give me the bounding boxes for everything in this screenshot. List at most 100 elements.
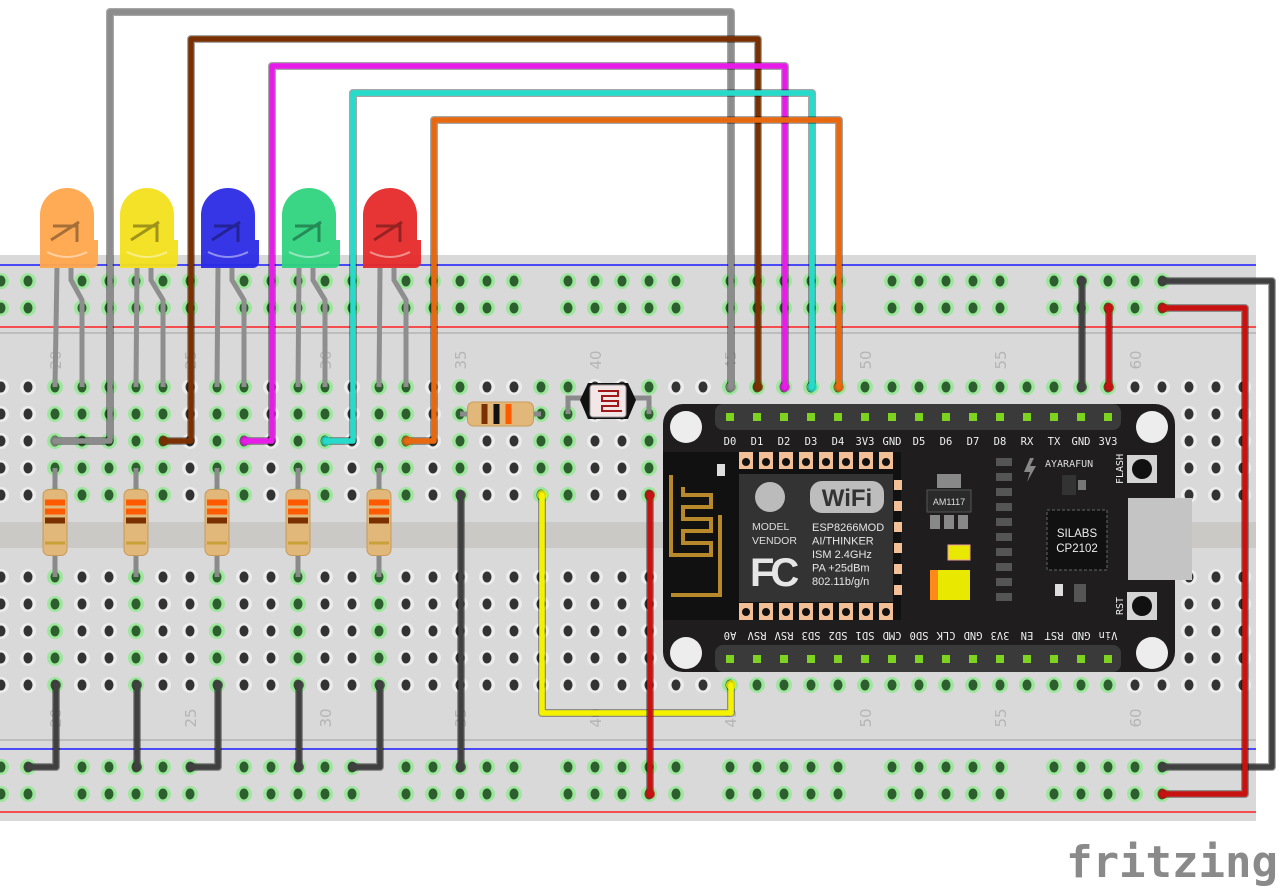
hole bbox=[131, 652, 141, 664]
breadboard-hole bbox=[506, 273, 522, 289]
breadboard-hole bbox=[236, 487, 252, 503]
hole bbox=[968, 302, 978, 314]
ldr-resistor bbox=[460, 401, 541, 427]
breadboard-hole bbox=[209, 650, 225, 666]
wire-end bbox=[645, 490, 655, 500]
breadboard-hole bbox=[452, 379, 468, 395]
hole bbox=[887, 381, 897, 393]
breadboard-hole bbox=[0, 759, 9, 775]
header-pin bbox=[969, 413, 977, 421]
wire-end bbox=[456, 490, 466, 500]
hole bbox=[320, 679, 330, 691]
hole bbox=[293, 598, 303, 610]
hole bbox=[23, 625, 33, 637]
breadboard-hole bbox=[1127, 273, 1143, 289]
hole bbox=[23, 381, 33, 393]
hole bbox=[0, 571, 6, 583]
hole bbox=[347, 788, 357, 800]
breadboard-hole bbox=[884, 379, 900, 395]
breadboard-hole bbox=[452, 273, 468, 289]
breadboard-hole bbox=[1181, 379, 1197, 395]
breadboard-hole bbox=[479, 569, 495, 585]
hole bbox=[455, 462, 465, 474]
header-pin bbox=[1023, 655, 1031, 663]
hole bbox=[158, 489, 168, 501]
breadboard-hole bbox=[0, 623, 9, 639]
smd-resistor bbox=[996, 578, 1012, 586]
wire-brown-d1 bbox=[159, 35, 763, 446]
hole bbox=[806, 761, 816, 773]
breadboard-hole bbox=[1019, 677, 1035, 693]
wire-end bbox=[726, 680, 736, 690]
breadboard-hole bbox=[155, 596, 171, 612]
hole bbox=[0, 625, 6, 637]
hole bbox=[1049, 788, 1059, 800]
breadboard-hole bbox=[911, 300, 927, 316]
hole bbox=[266, 571, 276, 583]
hole bbox=[455, 302, 465, 314]
hole bbox=[995, 381, 1005, 393]
breadboard-hole bbox=[398, 569, 414, 585]
hole bbox=[185, 489, 195, 501]
led-highlight bbox=[288, 251, 330, 258]
hole bbox=[347, 625, 357, 637]
breadboard-hole bbox=[911, 273, 927, 289]
breadboard-hole bbox=[506, 379, 522, 395]
breadboard-hole bbox=[1154, 379, 1170, 395]
hole bbox=[293, 652, 303, 664]
breadboard-hole bbox=[182, 677, 198, 693]
hole bbox=[860, 381, 870, 393]
breadboard-hole bbox=[587, 759, 603, 775]
breadboard-hole bbox=[101, 786, 117, 802]
usb-port bbox=[1128, 498, 1192, 580]
hole bbox=[995, 275, 1005, 287]
led-orange bbox=[40, 188, 98, 388]
resistor-band bbox=[481, 404, 488, 424]
breadboard-hole bbox=[317, 273, 333, 289]
header-pin bbox=[1077, 413, 1085, 421]
hole bbox=[482, 571, 492, 583]
breadboard-hole bbox=[506, 460, 522, 476]
hole bbox=[1184, 489, 1194, 501]
hole bbox=[131, 598, 141, 610]
breadboard-hole bbox=[209, 623, 225, 639]
module-pad-hole bbox=[782, 458, 790, 466]
hole bbox=[293, 408, 303, 420]
breadboard-hole bbox=[614, 650, 630, 666]
breadboard-hole bbox=[155, 273, 171, 289]
header-pin bbox=[1104, 413, 1112, 421]
breadboard-hole bbox=[0, 460, 9, 476]
led-cathode-leg bbox=[214, 267, 221, 388]
wire-end bbox=[1077, 276, 1087, 286]
led-anode-leg bbox=[310, 268, 328, 387]
hole bbox=[50, 598, 60, 610]
breadboard-hole bbox=[587, 460, 603, 476]
wire-core bbox=[52, 9, 734, 444]
hole bbox=[995, 761, 1005, 773]
led-yellow bbox=[120, 188, 178, 388]
header-pin bbox=[996, 413, 1004, 421]
hole bbox=[563, 625, 573, 637]
breadboard-hole bbox=[1181, 623, 1197, 639]
pin-label-clk: CLK bbox=[936, 629, 956, 641]
hole bbox=[1184, 598, 1194, 610]
smd-resistor bbox=[996, 458, 1012, 466]
hole bbox=[428, 489, 438, 501]
hole bbox=[23, 788, 33, 800]
breadboard-hole bbox=[290, 406, 306, 422]
hole bbox=[320, 761, 330, 773]
hole bbox=[941, 761, 951, 773]
breadboard-hole bbox=[506, 433, 522, 449]
hole bbox=[158, 679, 168, 691]
hole bbox=[401, 408, 411, 420]
hole bbox=[617, 302, 627, 314]
hole bbox=[563, 435, 573, 447]
column-number-top: 35 bbox=[452, 350, 470, 369]
breadboard-hole bbox=[1046, 273, 1062, 289]
led-anode-leg bbox=[148, 268, 166, 387]
wire-end bbox=[1158, 303, 1168, 313]
hole bbox=[77, 489, 87, 501]
breadboard-hole bbox=[1100, 273, 1116, 289]
hole bbox=[1211, 625, 1221, 637]
breadboard-hole bbox=[425, 487, 441, 503]
